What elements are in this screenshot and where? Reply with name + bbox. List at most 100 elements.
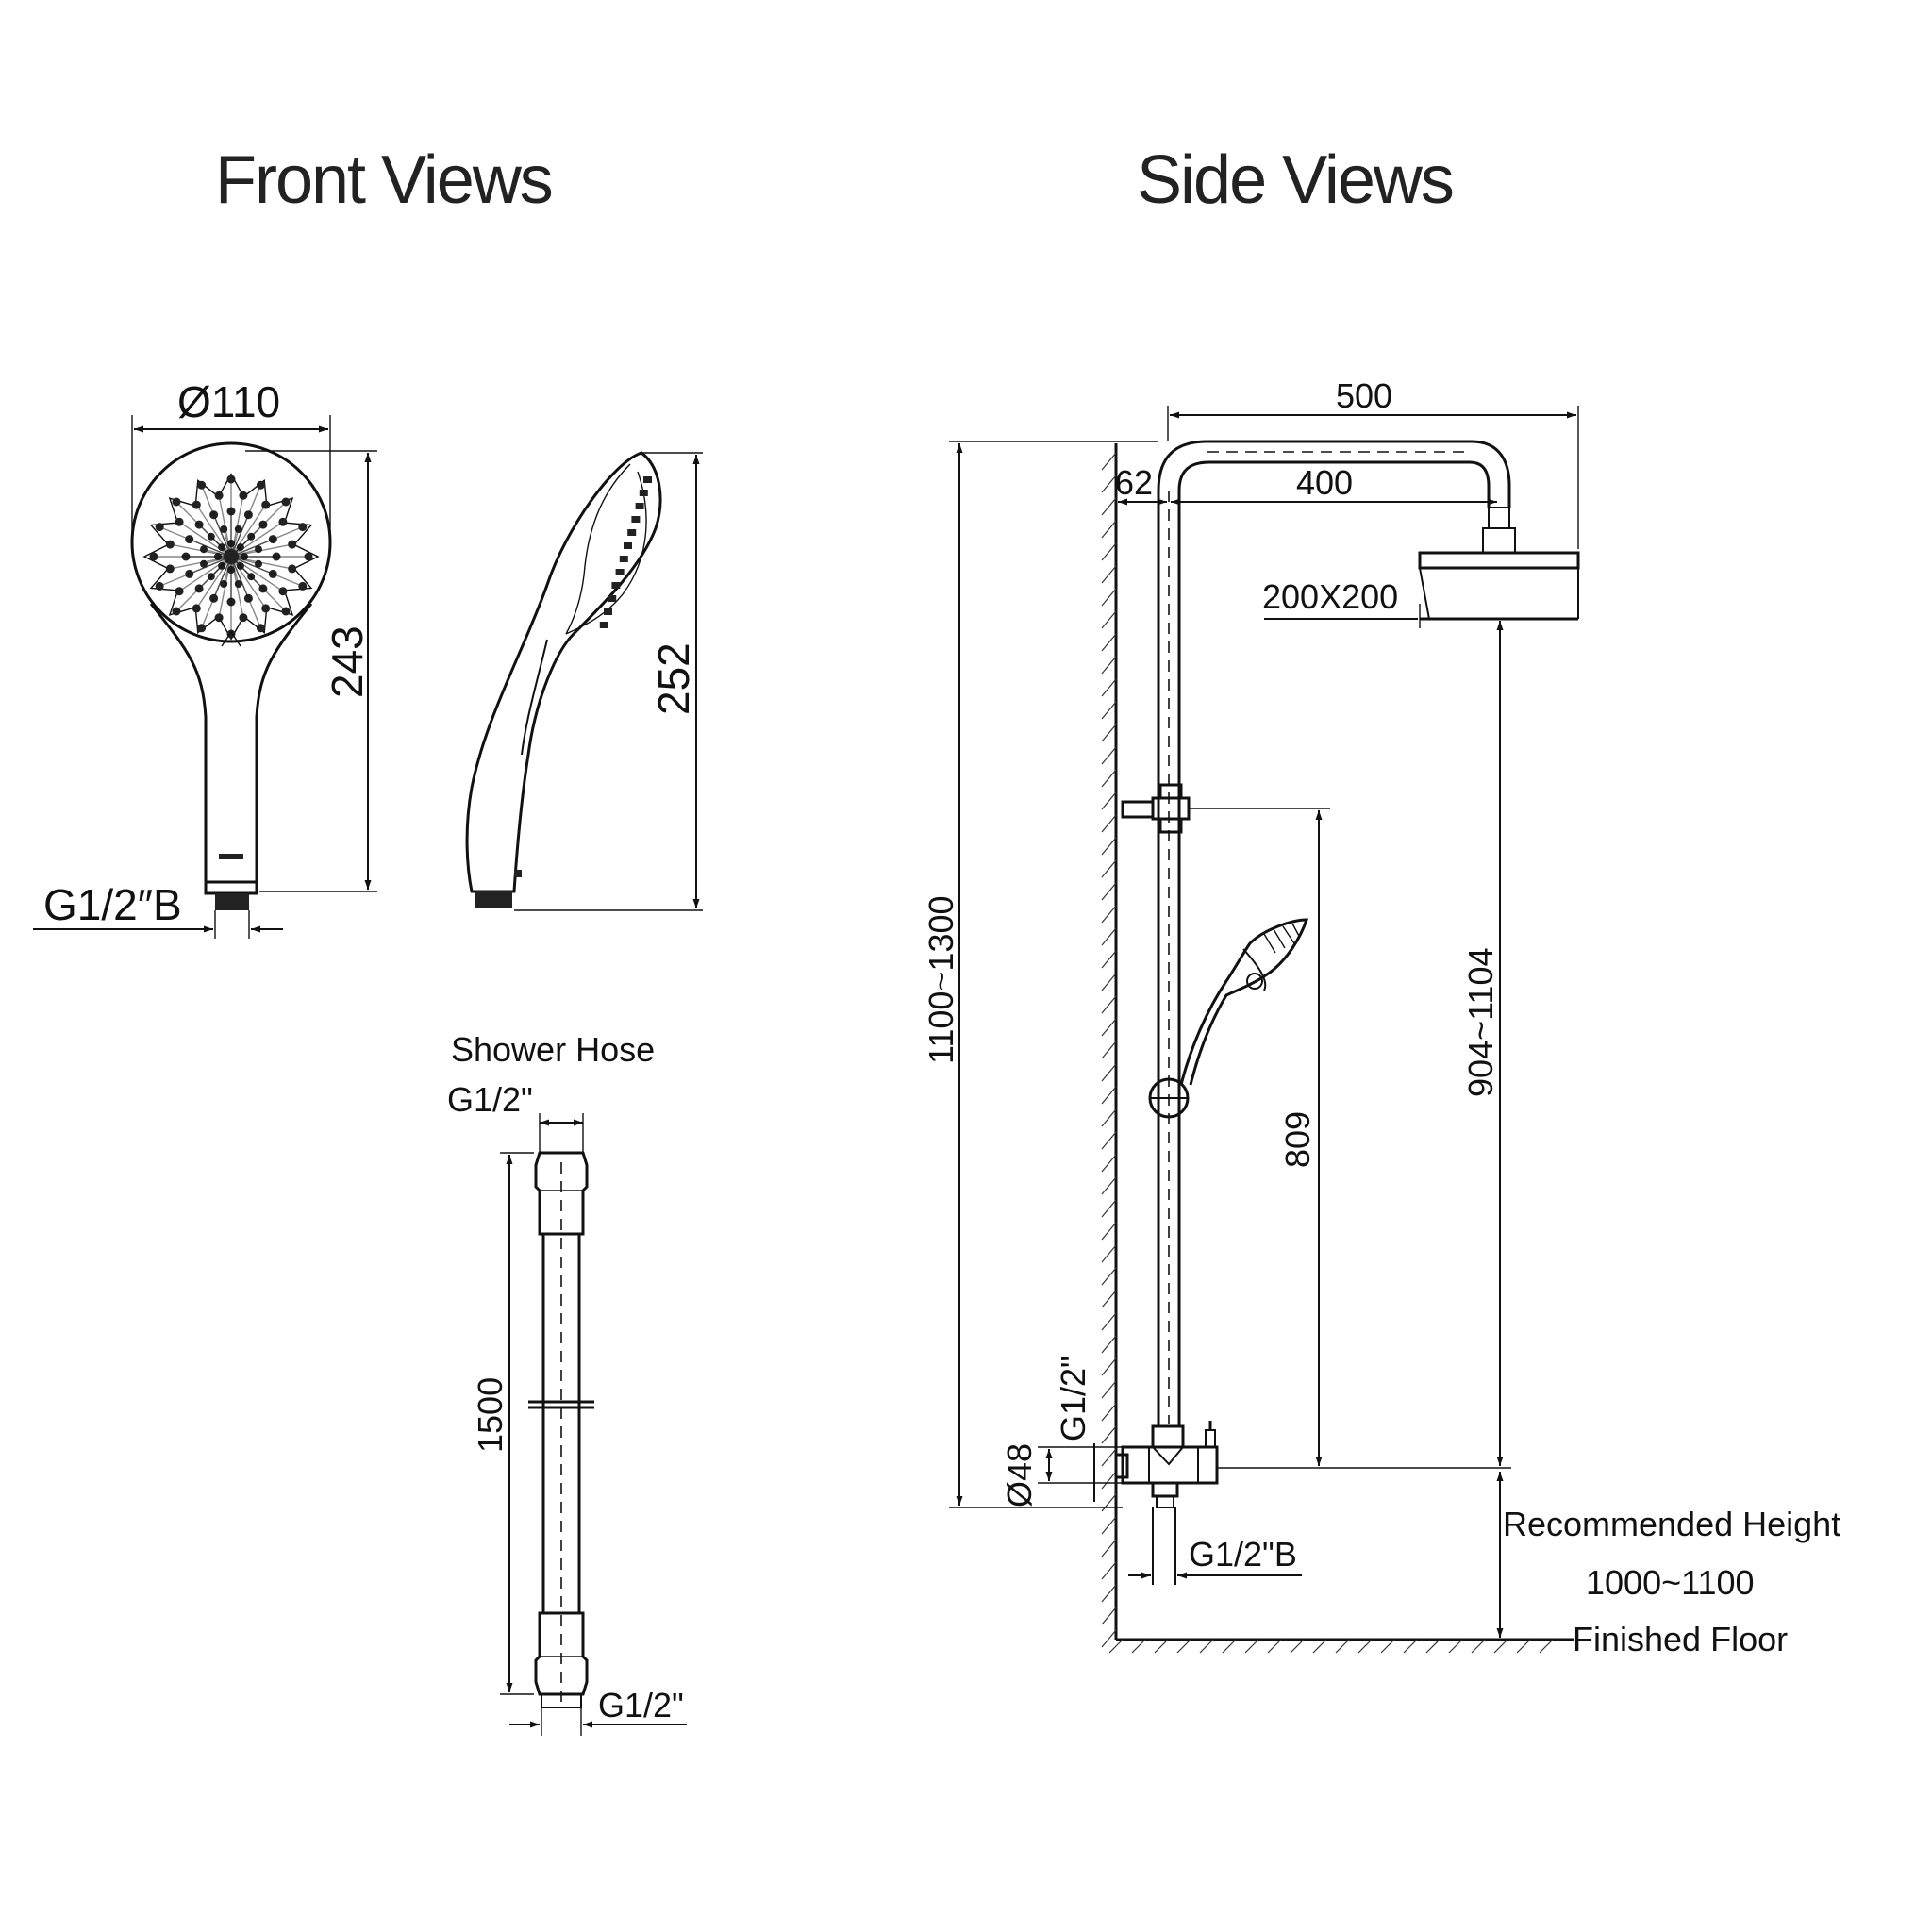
wall-hatch-line bbox=[1101, 656, 1117, 675]
face-web-line bbox=[230, 556, 284, 592]
wall-hatch-line bbox=[1101, 724, 1117, 742]
recommended-height-label: Recommended Height bbox=[1503, 1505, 1840, 1543]
wall-hatch-line bbox=[1101, 1086, 1117, 1105]
floor-hatch-line bbox=[1516, 1639, 1531, 1654]
wall-hatch-line bbox=[1101, 1222, 1117, 1241]
wall-hatch-line bbox=[1101, 1041, 1117, 1059]
wall-hatch-line bbox=[1101, 1335, 1117, 1354]
wall-hatch-line bbox=[1101, 542, 1117, 561]
wall-hatch-line bbox=[1101, 1357, 1117, 1376]
spray-nozzle bbox=[155, 581, 164, 591]
spray-nozzle bbox=[149, 552, 158, 561]
floor-hatch-line bbox=[1403, 1639, 1418, 1654]
wall-hatch-line bbox=[1101, 1244, 1117, 1263]
wall-hatch-line bbox=[1101, 1403, 1117, 1422]
spray-nozzle bbox=[298, 523, 308, 532]
spray-nozzle bbox=[197, 480, 207, 490]
spray-nozzle bbox=[261, 604, 271, 613]
spray-nozzle bbox=[165, 564, 175, 574]
spray-nozzle bbox=[288, 564, 297, 574]
spray-nozzle bbox=[192, 604, 201, 613]
spray-nozzle bbox=[172, 607, 181, 616]
wall-hatch-line bbox=[1101, 882, 1117, 901]
spray-nozzle bbox=[175, 587, 184, 596]
spray-nozzle bbox=[304, 552, 313, 561]
spray-nozzle bbox=[197, 624, 207, 633]
side-nozzle-ridge bbox=[624, 542, 632, 549]
wall-hatch-line bbox=[1101, 520, 1117, 539]
wall-hatch-line bbox=[1101, 565, 1117, 584]
wall-hatch-line bbox=[1101, 475, 1117, 493]
side-nozzle-ridge bbox=[643, 476, 652, 483]
floor-hatch-line bbox=[1425, 1639, 1441, 1654]
face-web-line bbox=[230, 556, 287, 612]
spray-nozzle bbox=[281, 607, 291, 616]
face-web-line bbox=[178, 556, 232, 592]
floor-hatch-line bbox=[1448, 1639, 1463, 1654]
floor-hatch-line bbox=[1176, 1639, 1191, 1654]
spray-nozzle bbox=[278, 517, 288, 526]
face-web-line bbox=[200, 484, 232, 558]
wall-hatch-line bbox=[1101, 1380, 1117, 1399]
wall-hatching bbox=[1101, 452, 1117, 1648]
floor-hatch-line bbox=[1267, 1639, 1282, 1654]
wall-hatch-line bbox=[1101, 1312, 1117, 1331]
wall-hatch-line bbox=[1101, 678, 1117, 697]
handshower-front-view: Ø110 243 G1/2″B bbox=[33, 377, 377, 939]
wall-hatch-line bbox=[1101, 1425, 1117, 1444]
floor-hatch-line bbox=[1199, 1639, 1214, 1654]
floor-hatch-line bbox=[1312, 1639, 1327, 1654]
spray-nozzle bbox=[155, 523, 164, 532]
front-views-title: Front Views bbox=[215, 142, 552, 218]
face-thumb-toggle bbox=[221, 630, 242, 647]
side-nozzle-ridge bbox=[627, 529, 637, 536]
wall-hatch-line bbox=[1101, 859, 1117, 878]
floor-hatch-line bbox=[1154, 1639, 1169, 1654]
wall-hatch-line bbox=[1101, 1154, 1117, 1173]
wall-hatch-line bbox=[1101, 1108, 1117, 1127]
inlet-thread-label: G1/2" bbox=[1054, 1356, 1092, 1441]
wall-hatch-line bbox=[1101, 610, 1117, 629]
center-nozzle bbox=[224, 549, 239, 564]
head-size-label: 200X200 bbox=[1262, 577, 1398, 616]
wall-hatch-line bbox=[1101, 1584, 1117, 1603]
face-web-line bbox=[230, 525, 304, 558]
floor-hatch-line bbox=[1539, 1639, 1554, 1654]
wall-hatch-line bbox=[1101, 973, 1117, 991]
floor-hatch-line bbox=[1335, 1639, 1350, 1654]
floor-hatch-line bbox=[1290, 1639, 1305, 1654]
face-web-line bbox=[230, 484, 262, 558]
spray-nozzle bbox=[165, 540, 175, 549]
hose-top-thread-label: G1/2" bbox=[447, 1080, 533, 1119]
brand-logo-mark bbox=[219, 854, 243, 859]
wall-hatch-line bbox=[1101, 1199, 1117, 1218]
total-height-label: 1100~1300 bbox=[922, 895, 960, 1064]
wall-hatch-line bbox=[1101, 1516, 1117, 1535]
side-nozzle-ridge bbox=[599, 622, 608, 628]
wall-hatch-line bbox=[1101, 701, 1117, 720]
wall-hatch-line bbox=[1101, 1131, 1117, 1150]
floor-hatch-line bbox=[1471, 1639, 1486, 1654]
face-web-line bbox=[230, 556, 304, 588]
face-web-line bbox=[158, 556, 232, 588]
face-web-line bbox=[170, 556, 232, 570]
handshower-front-height-label: 243 bbox=[323, 625, 372, 698]
face-web-line bbox=[230, 556, 262, 629]
face-web-line bbox=[230, 521, 284, 558]
face-web-line bbox=[230, 501, 287, 558]
floor-hatch-line bbox=[1244, 1639, 1259, 1654]
arm-length-label: 500 bbox=[1336, 376, 1392, 415]
face-web-line bbox=[230, 556, 244, 618]
wall-hatch-line bbox=[1101, 950, 1117, 969]
wall-hatch-line bbox=[1101, 1448, 1117, 1467]
spray-nozzle bbox=[172, 497, 181, 507]
face-web-line bbox=[175, 556, 232, 612]
wall-hatch-line bbox=[1101, 1018, 1117, 1037]
wall-hatch-line bbox=[1101, 1561, 1117, 1580]
spray-nozzle bbox=[214, 613, 224, 623]
side-nozzle-ridge bbox=[635, 503, 644, 509]
holder-height-label: 809 bbox=[1278, 1111, 1317, 1168]
shower-hose-drawing: Shower Hose G1/2" 1500 G1/2" bbox=[447, 1030, 687, 1736]
wall-hatch-line bbox=[1101, 452, 1117, 471]
side-nozzle-ridge bbox=[615, 569, 625, 575]
